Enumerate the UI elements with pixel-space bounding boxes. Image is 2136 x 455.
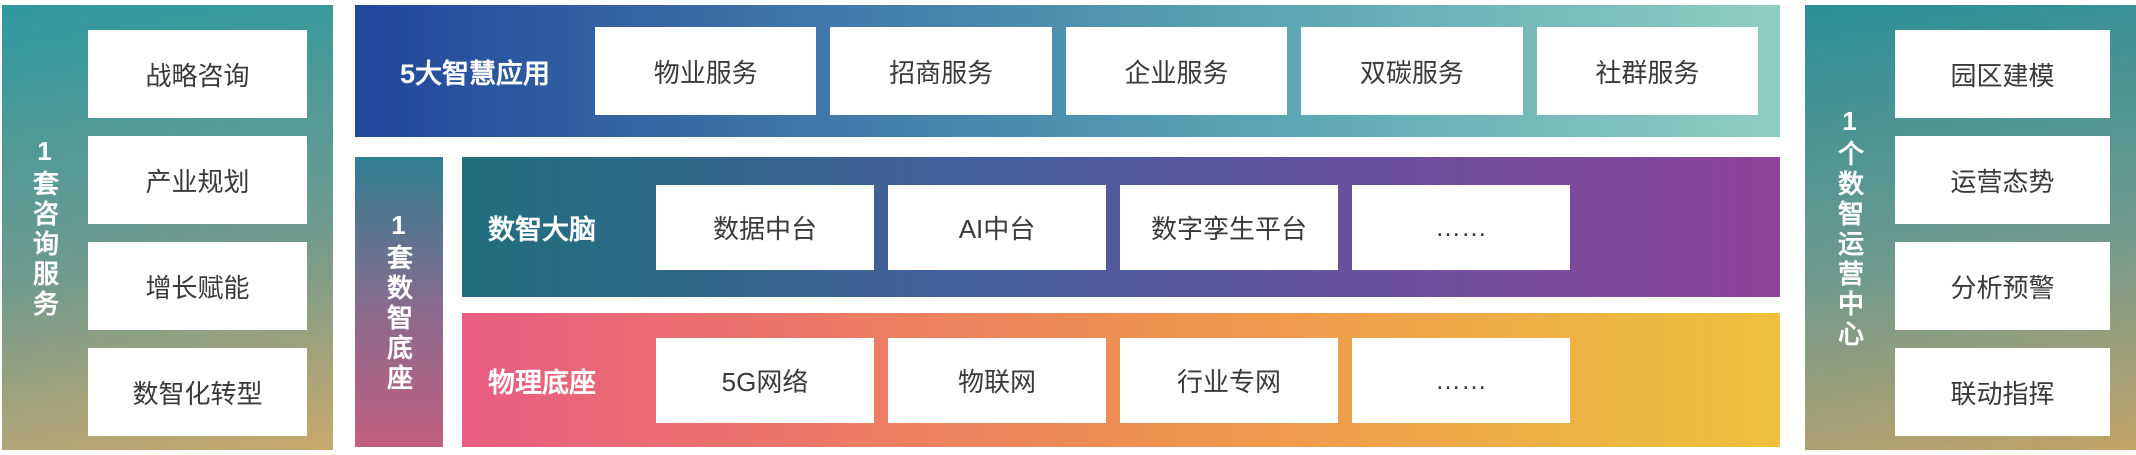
operation-center-vertical-label: 1个数智运营中心 [1834,105,1865,350]
operation-item-operation-status: 运营态势 [1895,136,2110,224]
application-item-investment: 招商服务 [830,27,1052,115]
application-item-property: 物业服务 [595,27,817,115]
brain-item-ai-platform: AI中台 [888,184,1106,270]
operation-center-panel: 1个数智运营中心 园区建模 运营态势 分析预警 联动指挥 [1805,5,2136,450]
physical-base-boxes: 5G网络 物联网 行业专网 …… [656,337,1570,423]
operation-center-boxes: 园区建模 运营态势 分析预警 联动指挥 [1895,5,2136,450]
operation-item-park-modeling: 园区建模 [1895,30,2110,118]
digital-brain-boxes: 数据中台 AI中台 数字孪生平台 …… [656,184,1570,270]
smart-applications-label: 5大智慧应用 [399,58,551,89]
application-item-enterprise: 企业服务 [1065,27,1288,115]
brain-item-digital-twin: 数字孪生平台 [1120,184,1338,270]
consulting-services-vertical-label: 1套咨询服务 [29,135,60,320]
physical-item-iot: 物联网 [888,337,1106,423]
physical-item-industry-network: 行业专网 [1120,337,1338,423]
physical-base-band: 物理底座 5G网络 物联网 行业专网 …… [462,313,1780,447]
consulting-item-industry-planning: 产业规划 [88,136,307,224]
application-item-dual-carbon: 双碳服务 [1301,27,1523,115]
digital-brain-label: 数智大脑 [488,214,596,245]
consulting-item-digital-transformation: 数智化转型 [88,348,307,436]
brain-item-ellipsis: …… [1352,184,1570,270]
digital-base-vertical-label: 1套数智底座 [383,210,414,394]
smart-applications-band: 5大智慧应用 物业服务 招商服务 企业服务 双碳服务 社群服务 [355,5,1780,137]
consulting-services-panel: 1套咨询服务 战略咨询 产业规划 增长赋能 数智化转型 [2,5,333,450]
physical-item-ellipsis: …… [1352,337,1570,423]
consulting-item-strategy: 战略咨询 [88,30,307,118]
operation-item-analysis-warning: 分析预警 [1895,242,2110,330]
brain-item-data-platform: 数据中台 [656,184,874,270]
physical-item-5g: 5G网络 [656,337,874,423]
operation-item-linkage-command: 联动指挥 [1895,348,2110,436]
consulting-item-growth: 增长赋能 [88,242,307,330]
digital-base-bar: 1套数智底座 [355,157,443,447]
physical-base-label: 物理底座 [488,367,596,398]
smart-applications-boxes: 物业服务 招商服务 企业服务 双碳服务 社群服务 [595,27,1780,115]
digital-brain-band: 数智大脑 数据中台 AI中台 数字孪生平台 …… [462,157,1780,297]
consulting-services-boxes: 战略咨询 产业规划 增长赋能 数智化转型 [88,5,333,450]
application-item-community: 社群服务 [1536,27,1759,115]
